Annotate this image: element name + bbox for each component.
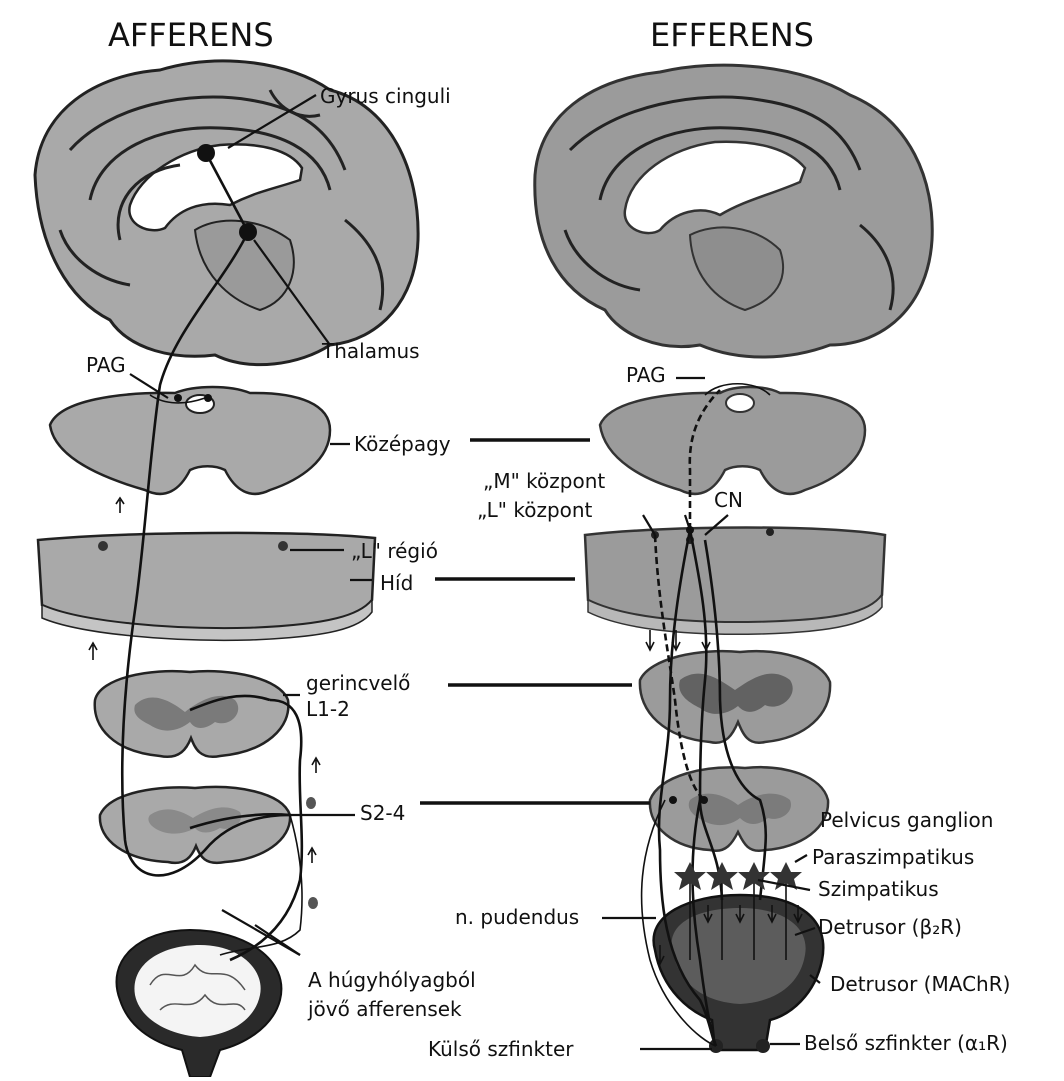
- label-pag-left: PAG: [86, 353, 126, 377]
- right-midbrain: [600, 387, 865, 494]
- label-pag-right: PAG: [626, 363, 666, 387]
- label-thalamus: Thalamus: [321, 339, 420, 363]
- gyrus-cinguli-node: [197, 144, 215, 162]
- label-cn: CN: [714, 488, 743, 512]
- label-m-kozpont: „M" központ: [483, 469, 605, 493]
- label-paraszimpatikus: Paraszimpatikus: [812, 845, 974, 869]
- right-brain: [535, 65, 932, 357]
- label-n-pudendus: n. pudendus: [455, 905, 579, 929]
- label-detrusor-beta: Detrusor (β₂R): [818, 915, 962, 939]
- left-bladder: [116, 930, 281, 1077]
- label-l-regio: „L" régió: [351, 539, 438, 563]
- label-gerincvelo: gerincvelő: [306, 671, 410, 695]
- right-pons: [585, 528, 885, 635]
- label-kozepagy: Középagy: [354, 432, 451, 456]
- label-l-kozpont: „L" központ: [477, 498, 593, 522]
- label-detrusor-machr: Detrusor (MAChR): [830, 972, 1010, 996]
- label-hugyholyag-2: jövő afferensek: [307, 997, 462, 1021]
- heading-afferens: AFFERENS: [108, 16, 274, 54]
- label-gyrus-cinguli: Gyrus cinguli: [320, 84, 451, 108]
- label-hid: Híd: [380, 571, 413, 595]
- label-kulso-szfinkter: Külső szfinkter: [428, 1037, 574, 1061]
- left-midbrain: [50, 387, 330, 494]
- label-belso-szfinkter: Belső szfinkter (α₁R): [804, 1031, 1008, 1055]
- label-pelvicus-ganglion: Pelvicus ganglion: [820, 808, 993, 832]
- thalamus-node: [239, 223, 257, 241]
- label-s2-4: S2-4: [360, 801, 405, 825]
- label-l1-2: L1-2: [306, 697, 350, 721]
- label-hugyholyag-1: A húgyhólyagból: [308, 968, 476, 992]
- label-szimpatikus: Szimpatikus: [818, 877, 939, 901]
- heading-efferens: EFFERENS: [650, 16, 814, 54]
